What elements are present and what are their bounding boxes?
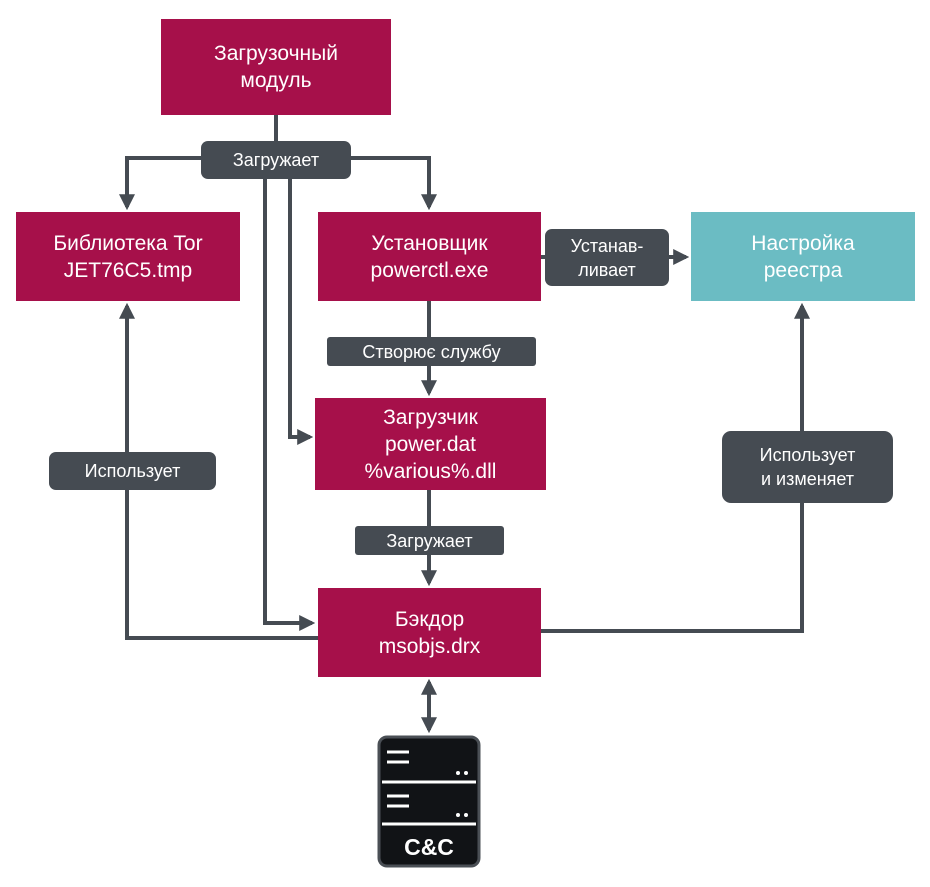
installer-node: Установщик powerctl.exe bbox=[318, 212, 541, 301]
edge-backdoor-to-tor bbox=[119, 302, 318, 640]
edge-label-uses-and-changes: Использует и изменяет bbox=[722, 431, 893, 503]
dropper-node: Загрузчик power.dat %various%.dll bbox=[315, 398, 546, 490]
dropper-label: Загрузчик power.dat %various%.dll bbox=[364, 405, 497, 483]
server-icon: C&C bbox=[377, 735, 481, 868]
registry-node: Настройка реестра bbox=[691, 212, 915, 301]
registry-label: Настройка реестра bbox=[751, 231, 855, 282]
edge-loader-to-backdoor bbox=[263, 158, 316, 631]
edge-label-loads-top: Загружает bbox=[201, 141, 351, 179]
edge-loader-to-dropper bbox=[288, 158, 314, 445]
installer-label: Установщик powerctl.exe bbox=[370, 231, 489, 282]
tor-library-node: Библиотека Tor JET76C5.tmp bbox=[16, 212, 240, 301]
loader-module-label: Загрузочный модуль bbox=[214, 42, 338, 92]
edge-label-installs: Устанав- ливает bbox=[545, 229, 669, 286]
edge-label-uses: Использует bbox=[49, 452, 216, 490]
loader-module-node: Загрузочный модуль bbox=[161, 19, 391, 115]
tor-library-label: Библиотека Tor JET76C5.tmp bbox=[53, 231, 203, 282]
backdoor-node: Бэкдор msobjs.drx bbox=[318, 588, 541, 677]
edge-label-creates-service: Створює службу bbox=[327, 337, 536, 366]
edge-backdoor-to-registry bbox=[541, 302, 810, 633]
edge-label-loads-bottom: Загружает bbox=[355, 526, 504, 555]
backdoor-label: Бэкдор msobjs.drx bbox=[378, 607, 481, 658]
server-label: C&C bbox=[404, 834, 454, 860]
